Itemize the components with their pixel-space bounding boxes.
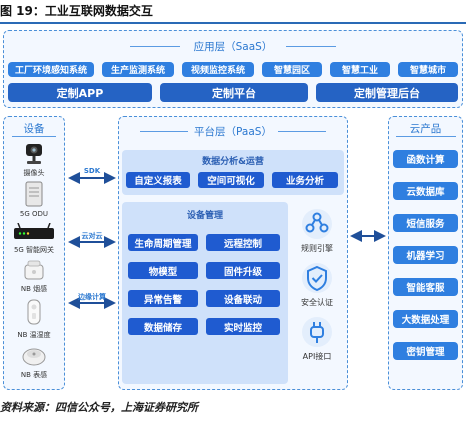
cloud-title: 云产品 bbox=[409, 123, 442, 135]
link-label-sdk: SDK bbox=[83, 167, 101, 175]
device-label-smoke: NB 烟感 bbox=[20, 285, 48, 293]
shield-check-icon bbox=[302, 263, 332, 293]
saas-title: 应用层（SaaS） bbox=[193, 41, 273, 53]
saas-app-smart-park: 智慧园区 bbox=[262, 62, 322, 77]
link-label-edge-computing: 边缘计算 bbox=[78, 293, 106, 301]
analytics-custom-report: 自定义报表 bbox=[126, 172, 190, 188]
5g-odu-icon bbox=[25, 181, 43, 207]
rule-engine-icon bbox=[302, 209, 332, 239]
device-mgmt-title: 设备管理 bbox=[186, 211, 223, 221]
saas-app-production-monitor: 生产监测系统 bbox=[102, 62, 174, 77]
saas-app-video-monitor: 视频监控系统 bbox=[182, 62, 254, 77]
cloud-sms: 短信服务 bbox=[393, 214, 458, 232]
paas-title-line-left bbox=[140, 131, 188, 132]
plug-icon bbox=[302, 317, 332, 347]
source-note: 资料来源：四信公众号，上海证券研究所 bbox=[0, 401, 198, 414]
analytics-title: 数据分析&运营 bbox=[202, 157, 264, 167]
mgmt-firmware-upgrade: 固件升级 bbox=[206, 262, 280, 279]
device-label-meter: NB 表感 bbox=[20, 371, 48, 379]
cloud-big-data: 大数据处理 bbox=[393, 310, 458, 328]
smoke-sensor-icon bbox=[24, 260, 44, 280]
analytics-spatial-viz: 空间可视化 bbox=[198, 172, 264, 188]
mgmt-data-storage: 数据储存 bbox=[128, 318, 198, 335]
figure-title: 图 19：工业互联网数据交互 bbox=[0, 4, 153, 18]
mgmt-realtime-monitor: 实时监控 bbox=[206, 318, 280, 335]
meter-sensor-icon bbox=[22, 348, 46, 366]
saas-custom-admin: 定制管理后台 bbox=[316, 83, 458, 102]
mgmt-thing-model: 物模型 bbox=[128, 262, 198, 279]
device-platform-arrows bbox=[68, 172, 116, 309]
cloud-title-line bbox=[396, 136, 456, 137]
camera-icon bbox=[26, 144, 42, 164]
mgmt-alarm: 异常告警 bbox=[128, 290, 198, 307]
saas-title-line-left bbox=[130, 46, 180, 47]
saas-custom-app: 定制APP bbox=[8, 83, 152, 102]
cloud-function-compute: 函数计算 bbox=[393, 150, 458, 168]
device-label-camera: 摄像头 bbox=[23, 169, 45, 177]
saas-app-smart-city: 智慧城市 bbox=[398, 62, 458, 77]
gateway-icon bbox=[14, 223, 54, 239]
service-label-rule-engine: 规则引擎 bbox=[301, 244, 333, 253]
devices-title-line bbox=[12, 136, 56, 137]
saas-app-factory-env: 工厂环境感知系统 bbox=[8, 62, 94, 77]
mgmt-device-linkage: 设备联动 bbox=[206, 290, 280, 307]
cloud-machine-learning: 机器学习 bbox=[393, 246, 458, 264]
platform-cloud-arrow bbox=[350, 230, 386, 242]
mgmt-remote-control: 远程控制 bbox=[206, 234, 280, 251]
device-label-5g-odu: 5G ODU bbox=[19, 210, 49, 218]
saas-custom-platform: 定制平台 bbox=[160, 83, 308, 102]
paas-title-line-right bbox=[278, 131, 326, 132]
service-label-api: API接口 bbox=[302, 352, 332, 361]
saas-app-smart-industry: 智慧工业 bbox=[330, 62, 390, 77]
analytics-business: 业务分析 bbox=[272, 172, 338, 188]
title-divider bbox=[0, 22, 466, 24]
mgmt-lifecycle: 生命周期管理 bbox=[128, 234, 198, 251]
cloud-smart-cs: 智能客服 bbox=[393, 278, 458, 296]
cloud-database: 云数据库 bbox=[393, 182, 458, 200]
saas-title-line-right bbox=[286, 46, 336, 47]
device-label-gateway: 5G 智能网关 bbox=[13, 246, 55, 254]
devices-title: 设备 bbox=[23, 123, 45, 135]
paas-title: 平台层（PaaS） bbox=[194, 126, 272, 138]
thermo-sensor-icon bbox=[27, 299, 41, 325]
cloud-key-mgmt: 密钥管理 bbox=[393, 342, 458, 360]
link-label-cloud-to-cloud: 云对云 bbox=[81, 232, 103, 240]
device-label-thermo: NB 温湿度 bbox=[17, 331, 51, 339]
service-label-security: 安全认证 bbox=[301, 298, 333, 307]
